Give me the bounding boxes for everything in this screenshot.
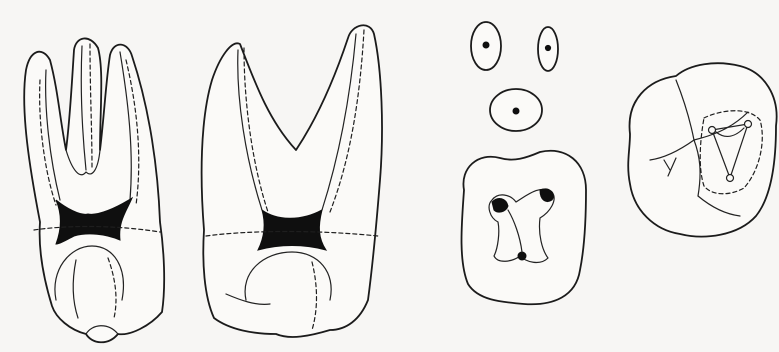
occlusal-crown-outline — [628, 63, 776, 236]
canal-dot-1 — [483, 42, 489, 48]
cross-section-canal-orifice-left — [492, 199, 508, 213]
canal-dot-2 — [545, 45, 550, 50]
occlusal-canal-orifice-3 — [727, 175, 734, 182]
occlusal-access-outline — [628, 63, 776, 236]
occlusal-canal-orifice-2 — [745, 121, 752, 128]
occlusal-canal-orifice-1 — [709, 127, 716, 134]
cross-section-canal-orifice-bottom — [518, 252, 526, 260]
canal-dot-3 — [513, 108, 519, 114]
